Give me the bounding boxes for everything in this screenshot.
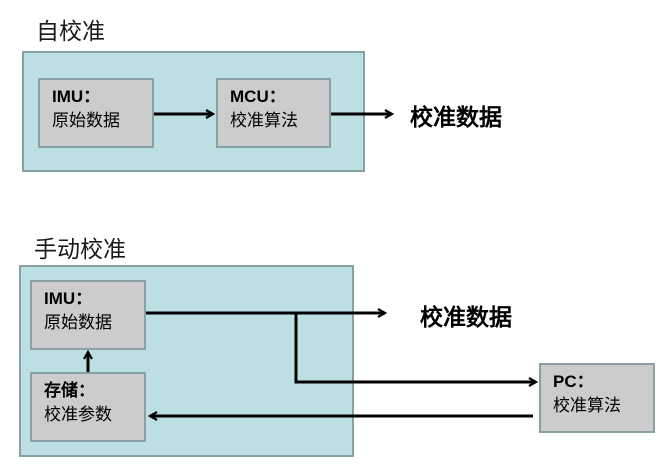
auto-imu-label: IMU： xyxy=(52,87,101,106)
auto-output-label: 校准数据 xyxy=(410,104,502,131)
auto-imu-box: IMU： 原始数据 xyxy=(38,78,154,148)
pc-desc: 校准算法 xyxy=(553,396,621,416)
arrow-imu-to-pc xyxy=(294,313,536,382)
manual-imu-desc: 原始数据 xyxy=(44,313,112,333)
auto-mcu-box: MCU： 校准算法 xyxy=(216,78,331,148)
pc-label: PC： xyxy=(553,372,594,391)
storage-box: 存储： 校准参数 xyxy=(30,372,146,442)
manual-imu-box: IMU： 原始数据 xyxy=(30,280,146,350)
auto-imu-desc: 原始数据 xyxy=(52,111,120,131)
auto-mcu-desc: 校准算法 xyxy=(230,111,298,131)
auto-calibration-title: 自校准 xyxy=(36,19,105,45)
manual-output-label: 校准数据 xyxy=(420,304,512,331)
manual-imu-label: IMU： xyxy=(44,289,93,308)
storage-label: 存储： xyxy=(44,381,95,401)
auto-mcu-label: MCU： xyxy=(230,87,286,106)
storage-desc: 校准参数 xyxy=(44,405,112,425)
manual-calibration-title: 手动校准 xyxy=(34,237,126,263)
pc-box: PC： 校准算法 xyxy=(539,363,655,433)
